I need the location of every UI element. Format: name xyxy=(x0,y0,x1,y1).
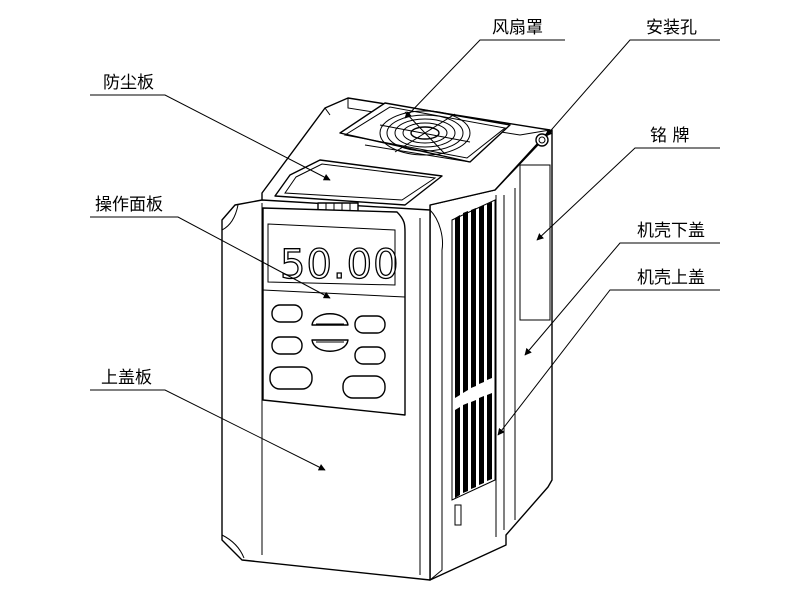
key-up xyxy=(311,313,349,326)
fan-cover xyxy=(339,102,511,163)
key-down xyxy=(311,339,349,352)
leader-lines xyxy=(90,39,720,471)
key-bottom-right xyxy=(342,375,386,399)
mounting-hole xyxy=(535,133,549,147)
label-top-cover-plate: 上盖板 xyxy=(101,368,152,388)
label-operation-panel: 操作面板 xyxy=(95,195,163,215)
keypad xyxy=(269,304,386,399)
label-nameplate: 铭 牌 xyxy=(650,126,689,146)
dust-cover-plate xyxy=(274,159,443,214)
nameplate-plate xyxy=(519,164,551,321)
label-fan-cover: 风扇罩 xyxy=(492,18,543,38)
callout-labels: 风扇罩 安装孔 防尘板 铭 牌 操作面板 机壳下盖 机壳上盖 上盖板 xyxy=(95,18,705,388)
key-top-right xyxy=(354,315,386,334)
label-upper-chassis-cover: 机壳上盖 xyxy=(637,268,705,288)
operation-panel: 50.00 xyxy=(262,207,406,416)
vent-grille xyxy=(451,199,496,526)
label-lower-chassis-cover: 机壳下盖 xyxy=(637,221,705,241)
label-dust-cover: 防尘板 xyxy=(103,73,154,93)
key-top-left xyxy=(271,304,303,323)
key-mid-left xyxy=(271,336,303,355)
display-reading: 50.00 xyxy=(280,242,400,288)
label-mounting-hole: 安装孔 xyxy=(646,18,697,38)
key-mid-right xyxy=(354,346,386,365)
key-bottom-left xyxy=(269,366,313,390)
